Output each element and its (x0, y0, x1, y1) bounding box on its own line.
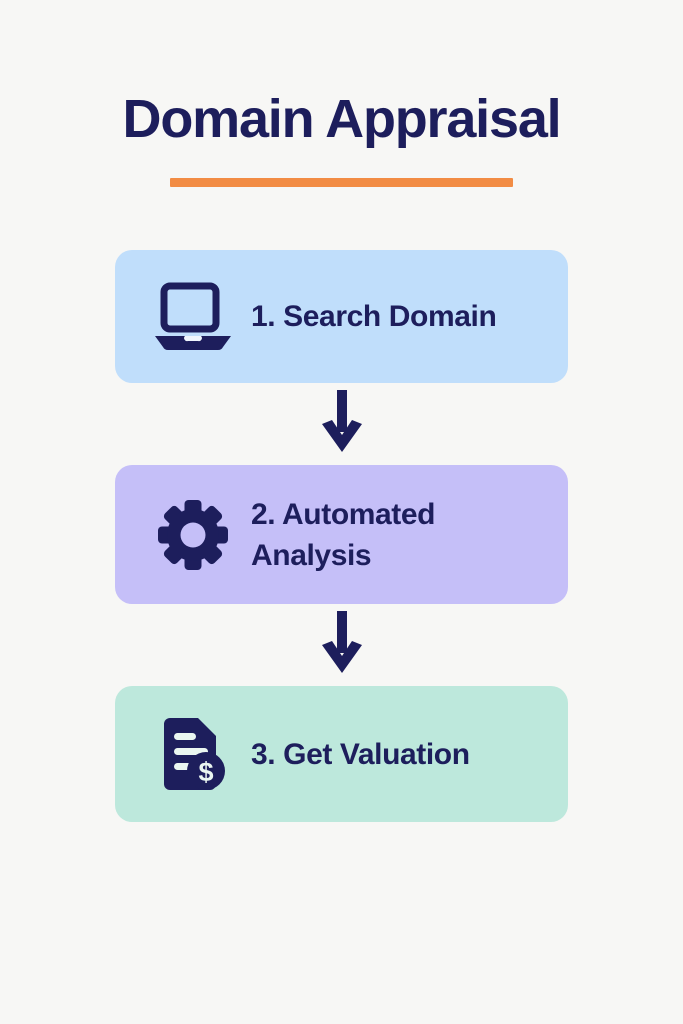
title-accent-underline (170, 178, 513, 187)
title-block: Domain Appraisal (0, 88, 683, 187)
step-label: 2. Automated Analysis (251, 497, 436, 572)
laptop-icon (155, 279, 231, 355)
flow-connector-1 (115, 383, 568, 465)
step-card-get-valuation[interactable]: $ 3. Get Valuation (115, 686, 568, 822)
page-title: Domain Appraisal (122, 89, 562, 149)
svg-text:$: $ (198, 757, 213, 787)
step-card-automated-analysis[interactable]: 2. Automated Analysis (115, 465, 568, 604)
arrow-down-icon (321, 390, 362, 452)
step-label: 1. Search Domain (251, 300, 497, 333)
flow-connector-2 (115, 604, 568, 686)
process-flow: 1. Search Domain (115, 250, 568, 822)
step-label: 3. Get Valuation (251, 737, 470, 771)
gear-icon (155, 497, 231, 573)
step-card-search-domain[interactable]: 1. Search Domain (115, 250, 568, 383)
document-dollar-icon: $ (155, 716, 231, 792)
arrow-down-icon (321, 611, 362, 673)
